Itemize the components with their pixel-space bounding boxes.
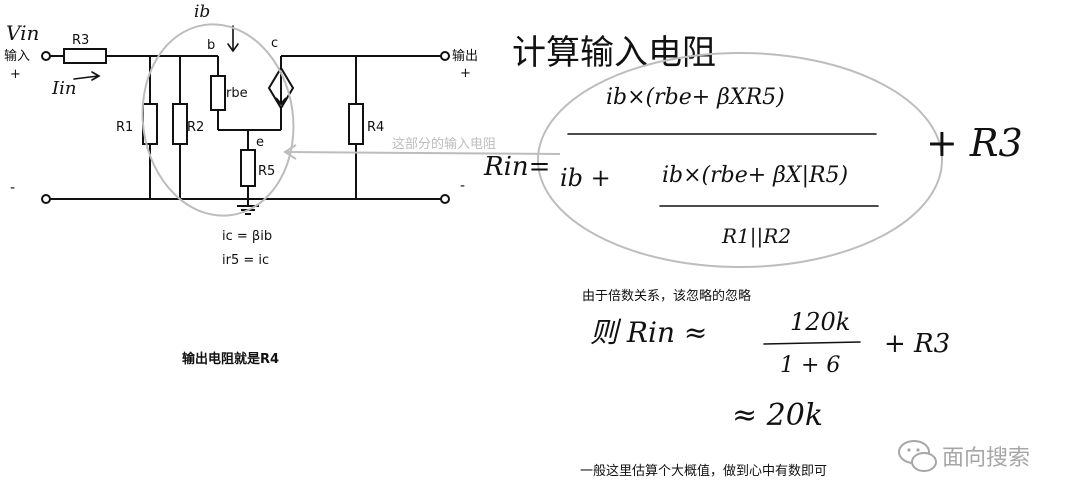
watermark: 面向搜索 [898,440,1030,472]
output-label: 输出 [452,48,478,64]
input-terminal-top [41,51,51,61]
arrow-note: 这部分的输入电阻 [392,136,496,152]
formula-inner-denominator: R1||R2 [721,224,791,249]
node-b-label: b [207,38,215,53]
output-minus: - [460,178,465,194]
rbe-label: rbe [226,86,248,101]
input-plus: + [10,67,21,82]
equation-ic: ic = βib [222,229,272,244]
watermark-text: 面向搜索 [942,446,1030,471]
formula-denominator-left: ib + [560,164,611,192]
estimate-note: 一般这里估算个大概值，做到心中有数即可 [580,463,827,479]
ib-label: ib [194,2,210,22]
node-c-label: c [271,36,278,51]
chat-bubble-icon [898,440,937,472]
iin-arrow-icon [73,71,101,81]
r2-label: R2 [187,120,204,135]
resistor-r4 [348,103,364,145]
pointer-arrow-icon [283,144,561,160]
formula-numerator: ib×(rbe+ βXR5) [606,85,785,110]
output-terminal-top [440,51,450,61]
resistor-r5 [240,149,256,187]
output-plus: + [460,66,471,81]
approx-numerator: 120k [790,308,850,336]
resistor-r3 [63,48,107,64]
input-region-highlight [141,23,295,217]
formula-inner-numerator: ib×(rbe+ βX|R5) [662,163,848,188]
resistor-rbe [210,75,226,111]
resistor-r2 [172,103,188,145]
equation-ir5: ir5 = ic [222,253,269,268]
formula-plus-r3: + R3 [926,121,1023,165]
approx-denominator: 1 + 6 [780,353,840,378]
approx-fraction-bar [763,341,861,345]
input-terminal-bottom [41,194,51,204]
circuit: Vin 输入 + - Iin R3 R1 R2 ib b rbe c e R5 … [4,2,561,367]
vin-label: Vin [6,21,39,45]
node-e-label: e [256,135,264,150]
r3-label: R3 [72,33,89,48]
r5-label: R5 [258,164,275,179]
approx-prefix: 则 Rin ≈ [590,316,707,349]
approx-plus-r3: + R3 [884,329,950,359]
formula: 计算输入电阻 Rin= ib×(rbe+ βXR5) ib + ib×(rbe+… [483,33,1023,479]
input-minus: - [10,180,15,196]
formula-title: 计算输入电阻 [512,33,716,73]
r4-label: R4 [367,120,384,135]
note-multiplier: 由于倍数关系，该忽略的忽略 [582,288,751,304]
r1-label: R1 [116,120,133,135]
output-terminal-bottom [440,194,450,204]
rin-label: Rin= [483,152,550,182]
iin-label: Iin [51,78,76,99]
output-resistance-note: 输出电阻就是R4 [182,351,279,367]
approx-result: ≈ 20k [732,398,823,433]
formula-highlight [537,52,943,268]
ib-arrow-icon [227,25,239,53]
input-label: 输入 [4,48,30,64]
